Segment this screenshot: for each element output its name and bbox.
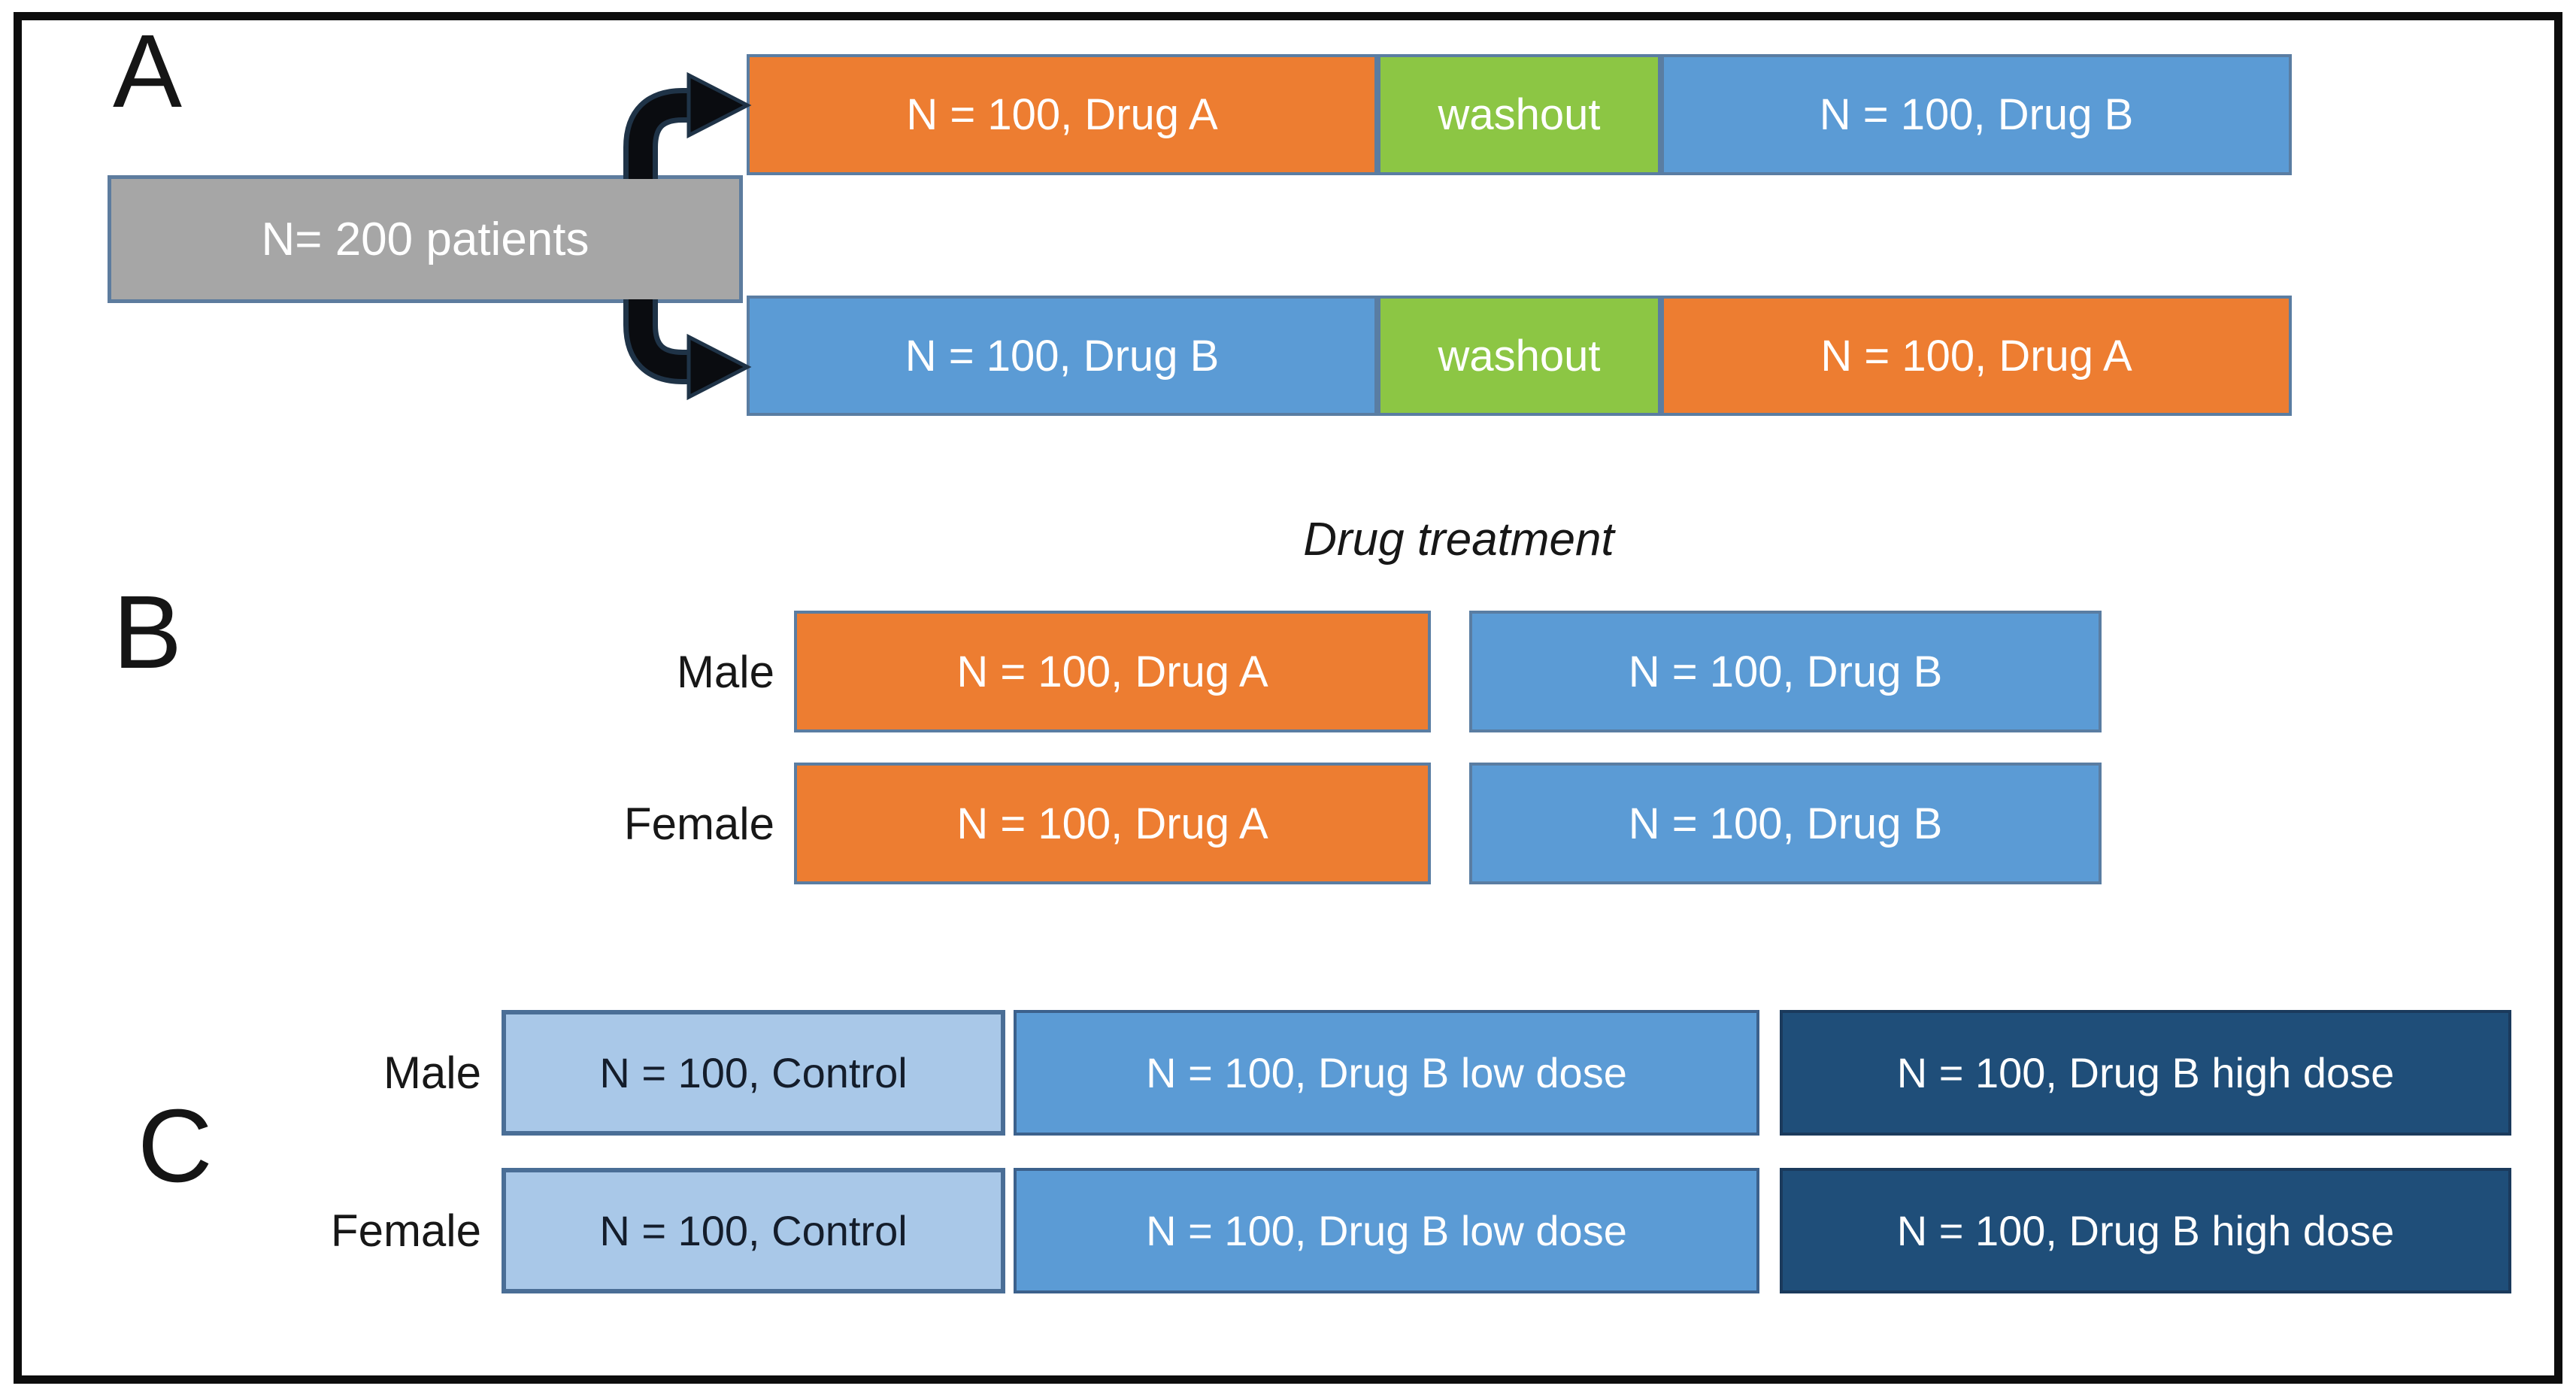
panel-c-male-label: Male [383, 1048, 481, 1098]
panel-b-female-drug-a-box: N = 100, Drug A [794, 763, 1431, 884]
panel-a-label: A [113, 14, 183, 129]
panel-b-male-drug-a-box: N = 100, Drug A [794, 611, 1431, 732]
panel-b-male-drug-b-box: N = 100, Drug B [1469, 611, 2102, 732]
figure-border [14, 12, 2562, 1384]
panel-a-seq2-washout-box: washout [1377, 296, 1661, 416]
panel-a-seq1-drug-a-box: N = 100, Drug A [747, 54, 1377, 175]
panel-a-seq1-washout-box: washout [1377, 54, 1661, 175]
panel-c-female-control-box: N = 100, Control [502, 1168, 1005, 1293]
panel-b-female-label: Female [623, 798, 774, 849]
panel-c-male-control-box: N = 100, Control [502, 1010, 1005, 1136]
panel-b-female-drug-b-box: N = 100, Drug B [1469, 763, 2102, 884]
panel-c-label: C [138, 1088, 213, 1204]
panel-a-seq1-drug-b-box: N = 100, Drug B [1661, 54, 2292, 175]
panel-c-female-high-dose-box: N = 100, Drug B high dose [1780, 1168, 2511, 1293]
panel-c-female-label: Female [330, 1205, 481, 1256]
panel-a-seq2-drug-a-box: N = 100, Drug A [1661, 296, 2292, 416]
panel-c-male-low-dose-box: N = 100, Drug B low dose [1014, 1010, 1759, 1136]
panel-b-male-label: Male [676, 646, 774, 697]
panel-c-female-low-dose-box: N = 100, Drug B low dose [1014, 1168, 1759, 1293]
panel-a-seq2-drug-b-box: N = 100, Drug B [747, 296, 1377, 416]
panel-b-title: Drug treatment [1303, 514, 1614, 566]
panel-b-label: B [113, 575, 183, 690]
patient-pool-box: N= 200 patients [108, 175, 743, 303]
panel-c-male-high-dose-box: N = 100, Drug B high dose [1780, 1010, 2511, 1136]
